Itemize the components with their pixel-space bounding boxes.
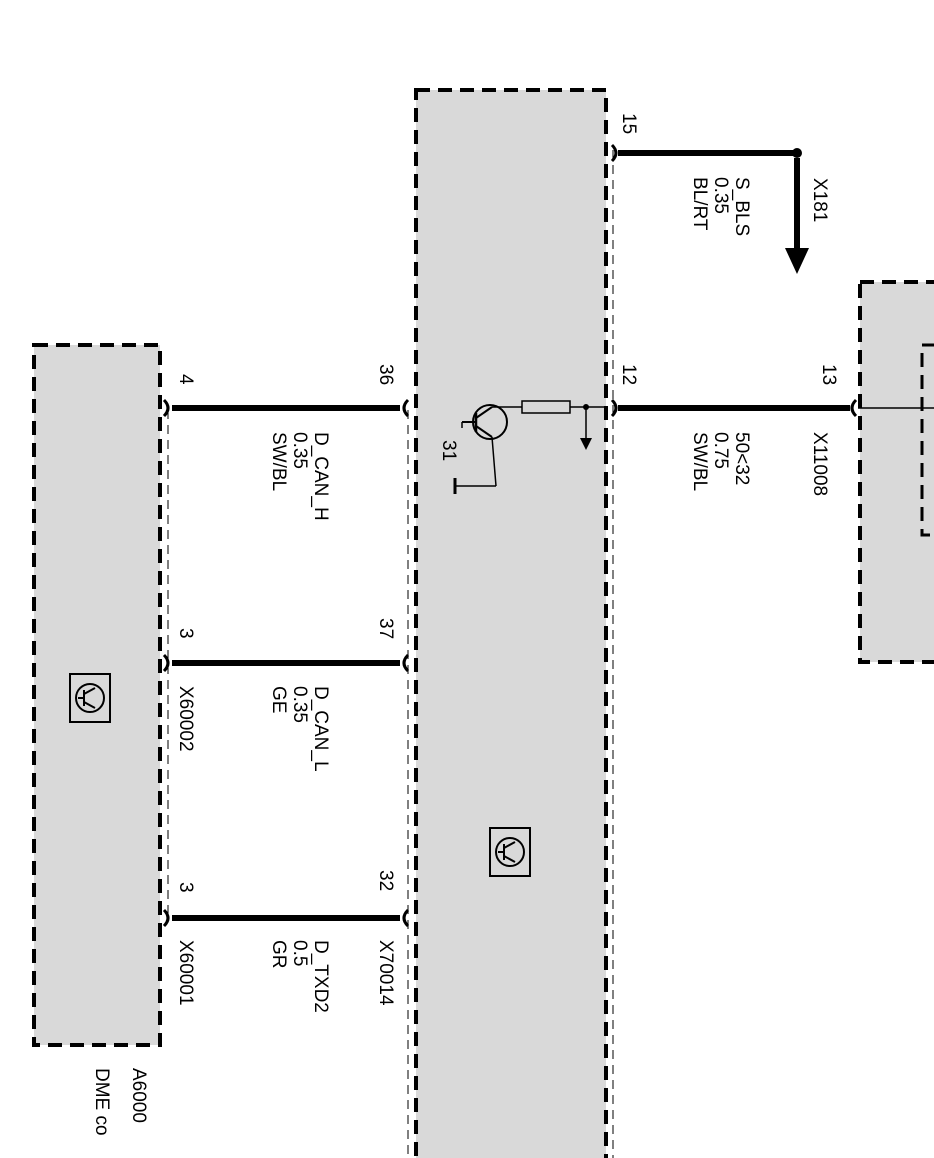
module-left-box — [32, 343, 162, 1047]
wire-color-label: GE — [268, 686, 289, 713]
module-center-box — [414, 88, 608, 1158]
wire-signal-label: D_TXD2 — [310, 940, 331, 1013]
wire-gauge-label: 0.35 — [289, 432, 310, 469]
control-unit-icon — [69, 673, 111, 723]
pin-hooks — [162, 143, 858, 928]
pin-label: 4 — [175, 374, 196, 385]
arrow-down-icon — [785, 248, 809, 274]
wire-gauge-label: 0.5 — [289, 940, 310, 966]
transistor-circuit — [453, 400, 606, 494]
control-unit-icon — [489, 827, 531, 877]
pin-label: 13 — [818, 364, 839, 385]
wire-signal-label: 50<32 — [731, 432, 752, 485]
wire-signal-label: S_BLS — [731, 177, 752, 236]
connector-label: X70014 — [375, 940, 396, 1006]
splice-dot — [792, 148, 802, 158]
wire-gauge-label: 0.35 — [710, 177, 731, 214]
pin-label: 3 — [175, 882, 196, 893]
wire-gauge-label: 0.35 — [289, 686, 310, 723]
module-id-label: A6000 — [128, 1068, 149, 1123]
wire-signal-label: D_CAN_H — [310, 432, 331, 521]
wire-gauge-label: 0.75 — [710, 432, 731, 469]
pin-label: 12 — [618, 364, 639, 385]
pin-label: 36 — [375, 364, 396, 385]
module-name-label: DME co — [91, 1068, 112, 1136]
pin-label: 37 — [375, 618, 396, 639]
pin-label: 31 — [438, 440, 459, 461]
pin-label: 32 — [375, 870, 396, 891]
wire-color-label: GR — [268, 940, 289, 969]
connector-label: X60002 — [175, 686, 196, 752]
pin-label: 15 — [618, 113, 639, 134]
wire-color-label: SW/BL — [268, 432, 289, 491]
wire-color-label: BL/RT — [689, 177, 710, 231]
connector-label: X11008 — [809, 432, 830, 496]
connector-label: X60001 — [175, 940, 196, 1006]
connector-label: X181 — [809, 178, 830, 222]
wire-signal-label: D_CAN_L — [310, 686, 331, 772]
pin-label: 3 — [175, 628, 196, 639]
wire-color-label: SW/BL — [689, 432, 710, 491]
